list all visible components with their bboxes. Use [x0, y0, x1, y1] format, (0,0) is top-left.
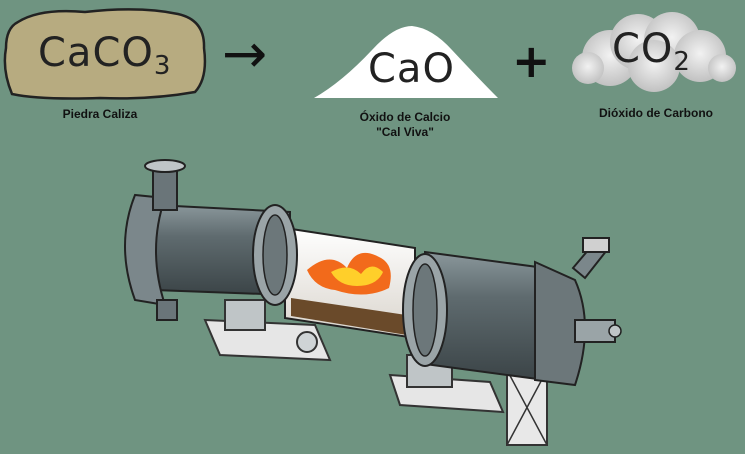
- plus-sign: +: [512, 34, 551, 88]
- reactant-formula: CaCO3: [38, 30, 172, 81]
- kiln-feed-hood: [124, 159, 186, 321]
- reactant-caption: Piedra Caliza: [62, 107, 138, 121]
- kiln-support-left: [203, 299, 332, 362]
- product1-formula: CaO: [368, 46, 455, 92]
- kiln-discharge-hood: [534, 237, 622, 387]
- product2-formula: CO2: [612, 26, 691, 77]
- reaction-arrow: →: [222, 22, 268, 85]
- kiln-support-right: [506, 369, 548, 446]
- co2-cloud-icon: [572, 12, 736, 92]
- limestone-rock-icon: [3, 8, 207, 100]
- product1-caption-line1: Óxido de Calcio: [359, 110, 451, 124]
- product1-caption-line2: "Cal Viva": [376, 125, 434, 139]
- kiln-firing-zone: [284, 226, 416, 340]
- rotary-kiln-illustration: [124, 159, 622, 446]
- lime-powder-pile-icon: [314, 26, 498, 98]
- product2-caption: Dióxido de Carbono: [599, 106, 713, 120]
